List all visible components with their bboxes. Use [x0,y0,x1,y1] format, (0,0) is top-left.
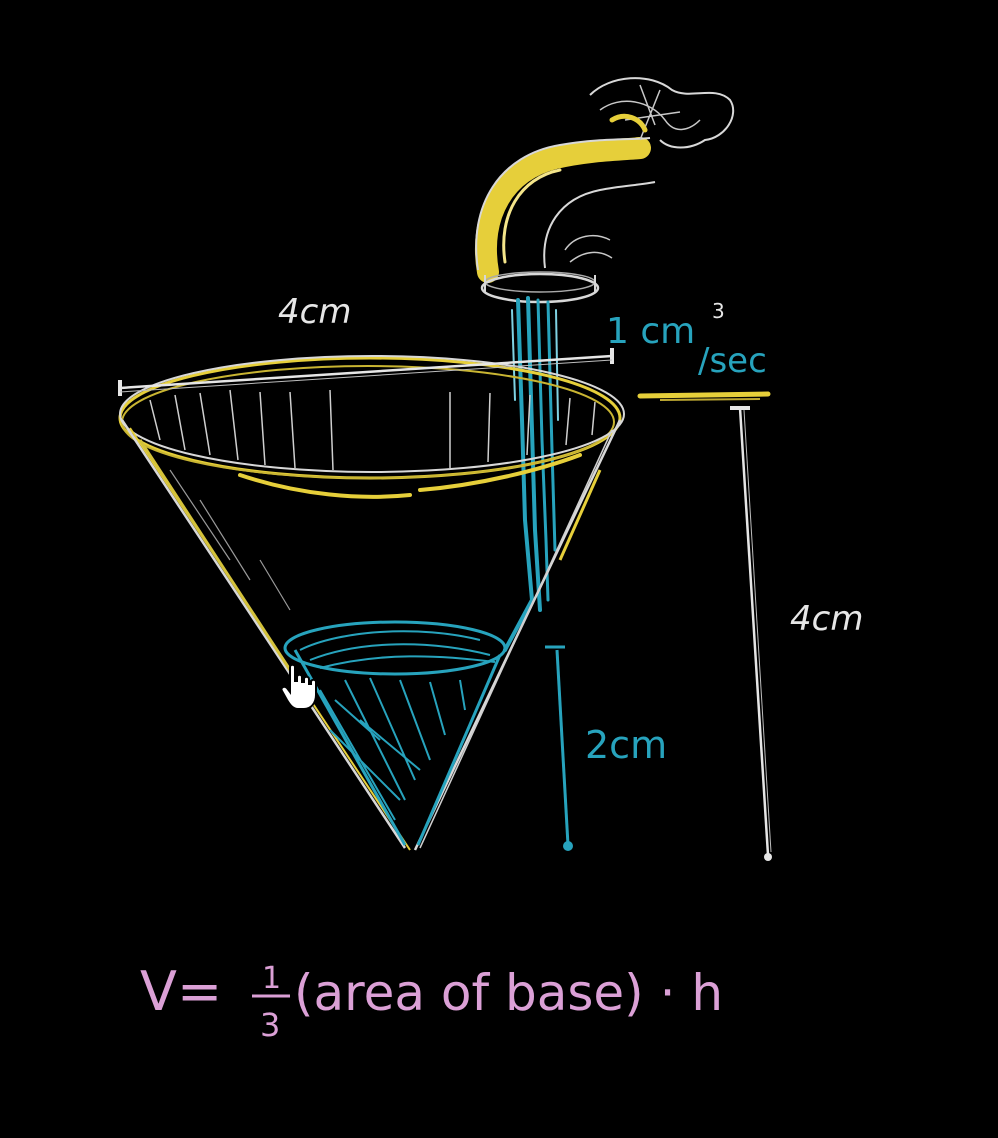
formula-fraction-denominator: 3 [260,1006,280,1044]
hand-pointer-icon [280,663,317,710]
rate-label: 1 cm 3 /sec [606,299,767,381]
volume-formula: V= 1 3 (area of base) · h [140,960,723,1044]
height-label: 4cm [790,599,863,639]
water-volume [283,620,507,846]
cone [118,355,625,851]
rate-denominator: /sec [698,341,767,381]
rate-numerator: 1 cm [606,311,695,352]
formula-lhs: V= [140,960,222,1023]
rate-exponent: 3 [712,299,725,323]
formula-fraction-numerator: 1 [262,961,281,996]
water-height-label: 2cm [585,723,667,767]
water-height-dimension [545,645,573,851]
formula-rhs: (area of base) · h [294,964,723,1022]
faucet-icon [474,77,735,304]
radius-label: 4cm [278,292,351,332]
height-dimension [637,391,772,861]
radius-dimension [118,348,614,396]
